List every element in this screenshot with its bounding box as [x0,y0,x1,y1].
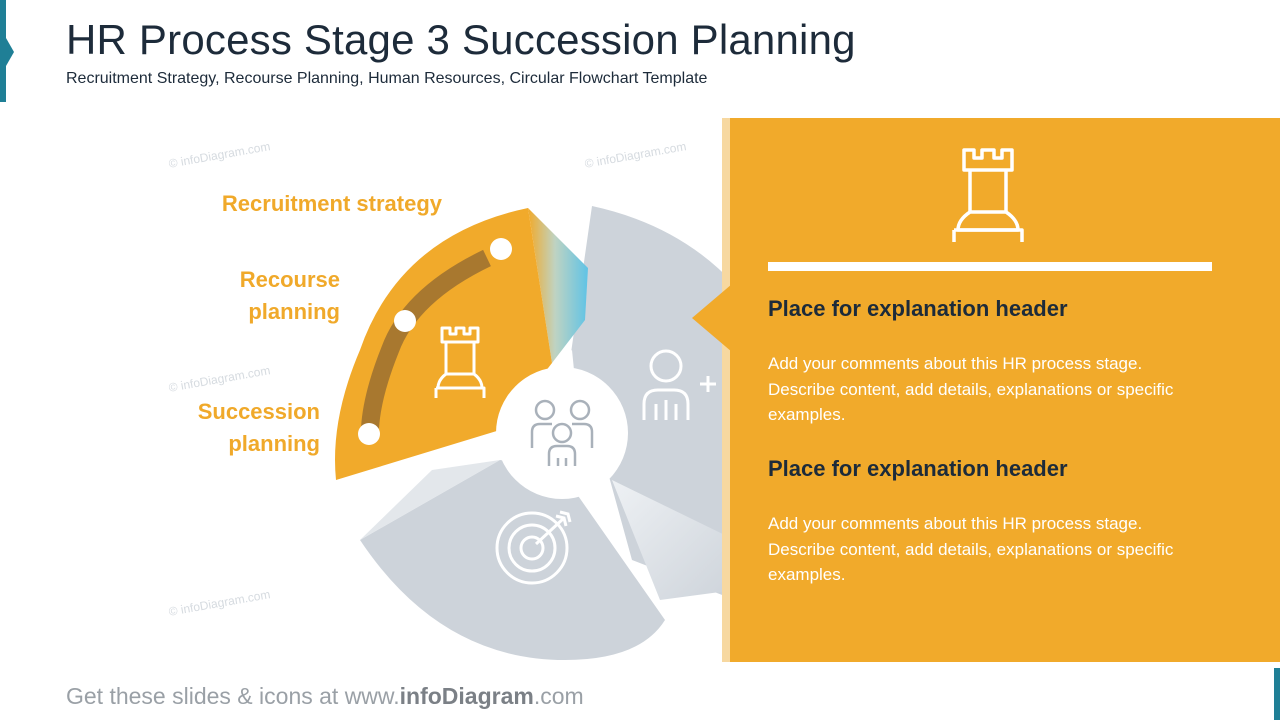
explanation-header-1: Place for explanation header [768,296,1068,321]
add-person-icon [642,349,716,420]
center-circle [496,367,628,499]
segment-bottom-fold [360,460,500,540]
explanation-header-2: Place for explanation header [768,456,1068,481]
page-title: HR Process Stage 3 Succession Planning [66,16,856,63]
corner-accent [1274,668,1280,720]
chess-rook-icon [952,148,1024,242]
explanation-body-1: Add your comments about this HR process … [768,354,1174,424]
explanation-body-2: Add your comments about this HR process … [768,514,1174,584]
target-icon [495,510,572,585]
footer-brand: infoDiagram [399,683,534,709]
footer-promo[interactable]: Get these slides & icons at www.infoDiag… [66,683,584,710]
center-notch-top [552,350,574,370]
panel-edge [722,118,730,662]
chess-rook-icon [434,326,486,398]
stage-dot-succession [358,423,380,445]
stage-dot-recourse [394,310,416,332]
left-accent-bar [0,0,6,102]
footer-suffix: .com [533,683,584,709]
center-notch [588,480,618,520]
stage-label-recourse: Recourse planning [239,267,340,324]
segment-orange [335,208,552,480]
left-accent-arrow [6,38,14,66]
panel-divider [768,262,1212,271]
page-subtitle: Recruitment Strategy, Recourse Planning,… [66,70,708,87]
stage-dot-recruitment [490,238,512,260]
segment-right-fold [612,480,735,600]
panel-pointer [692,284,732,352]
team-icon [530,399,594,466]
progress-arc [361,249,491,429]
footer-prefix: Get these slides & icons at www. [66,683,400,709]
segment-gap [528,208,588,363]
stage-label-recruitment: Recruitment strategy [221,191,442,216]
stage-label-succession: Succession planning [197,399,320,456]
